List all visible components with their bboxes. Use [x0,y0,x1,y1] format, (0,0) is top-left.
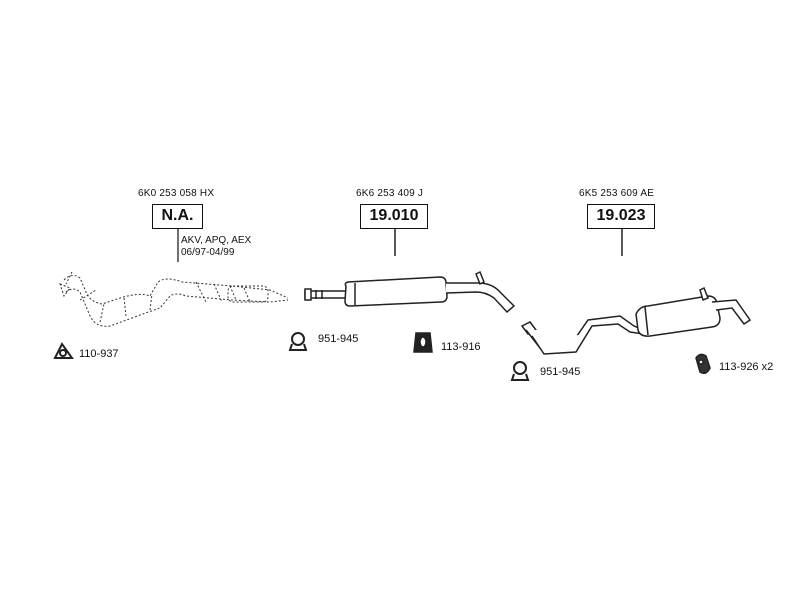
engine-codes: AKV, APQ, AEX [181,235,252,246]
accessory-code[interactable]: 951-945 [318,333,359,345]
oem-number: 6K0 253 058 HX [138,188,215,199]
middle-silencer-part [304,270,516,314]
accessory-code[interactable]: 110-937 [79,348,119,360]
front-pipe-part [59,271,289,327]
clamp-icon [288,332,308,351]
hanger-icon [695,353,711,375]
rubber-mount-icon [413,332,433,353]
accessory-code[interactable]: 113-926 x2 [719,361,774,373]
fitment-note: AKV, APQ, AEX 06/97-04/99 [181,235,251,259]
oem-number: 6K5 253 609 AE [579,188,655,199]
part-reference-box[interactable]: 19.010 [360,204,428,229]
gasket-icon [53,342,74,359]
accessory-code[interactable]: 113-916 [441,341,481,353]
part-reference-box[interactable]: N.A. [152,204,203,229]
rear-silencer-part [520,286,752,355]
part-reference-box[interactable]: 19.023 [587,204,655,229]
oem-number: 6K6 253 409 J [356,188,424,199]
accessory-code[interactable]: 951-945 [540,366,581,378]
clamp-icon [510,361,530,381]
date-range: 06/97-04/99 [181,247,235,258]
